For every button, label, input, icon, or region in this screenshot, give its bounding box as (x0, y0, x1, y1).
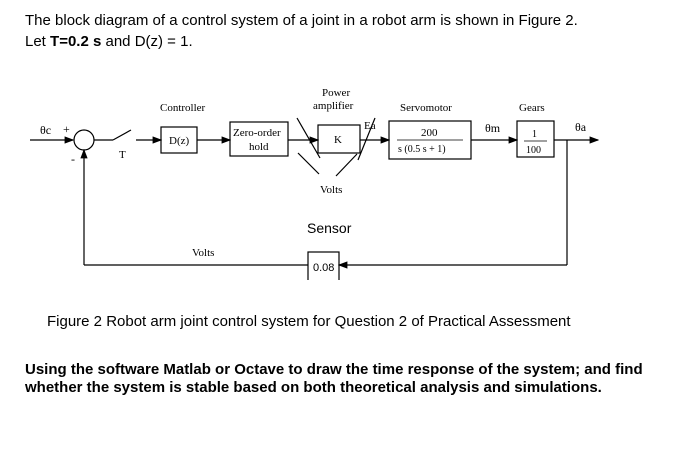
volts-amp-label: Volts (320, 184, 342, 196)
minus-sign: - (71, 152, 75, 166)
servomotor-numerator: 200 (421, 127, 438, 139)
controller-label: Controller (160, 102, 206, 114)
amplifier-block (317, 124, 361, 154)
amplifier-label-2: amplifier (313, 100, 354, 112)
zoh-line-2: hold (249, 141, 269, 153)
question-text: Using the software Matlab or Octave to d… (25, 361, 643, 396)
amplifier-label-1: Power (322, 87, 350, 99)
summing-junction (73, 129, 95, 151)
gears-numerator: 1 (532, 129, 537, 140)
intro-dz: and D(z) = 1. (101, 33, 193, 50)
gears-denominator: 100 (526, 145, 541, 156)
output-symbol: θa (575, 120, 587, 134)
amplifier-gain: K (334, 134, 342, 146)
figure-caption: Figure 2 Robot arm joint control system … (47, 313, 571, 330)
sensor-gain: 0.08 (313, 262, 334, 274)
ea-label: Ea (364, 120, 376, 132)
zoh-line-1: Zero-order (233, 127, 281, 139)
sampler-switch (112, 129, 132, 141)
servomotor-label: Servomotor (400, 102, 452, 114)
theta-m: θm (485, 121, 501, 135)
intro-line-1: The block diagram of a control system of… (25, 12, 578, 29)
gears-label: Gears (519, 102, 545, 114)
sensor-label: Sensor (307, 220, 352, 236)
gears-block (516, 120, 555, 158)
zoh-block (229, 121, 289, 157)
input-symbol: θc (40, 123, 51, 137)
sampler-label: T (119, 149, 126, 161)
intro-line-2: Let T=0.2 s and D(z) = 1. (25, 31, 665, 52)
servomotor-denominator: s (0.5 s + 1) (398, 144, 446, 155)
sensor-block (307, 251, 340, 280)
intro-let: Let (25, 33, 51, 50)
controller-tf: D(z) (169, 135, 189, 147)
block-diagram: θc + - T Controller D(z) Zero-order hold… (30, 87, 600, 280)
plus-sign: + (63, 122, 70, 136)
intro-text: The block diagram of a control system of… (25, 10, 665, 52)
volts-feedback-label: Volts (192, 247, 214, 259)
intro-period: T=0.2 s (50, 33, 102, 50)
